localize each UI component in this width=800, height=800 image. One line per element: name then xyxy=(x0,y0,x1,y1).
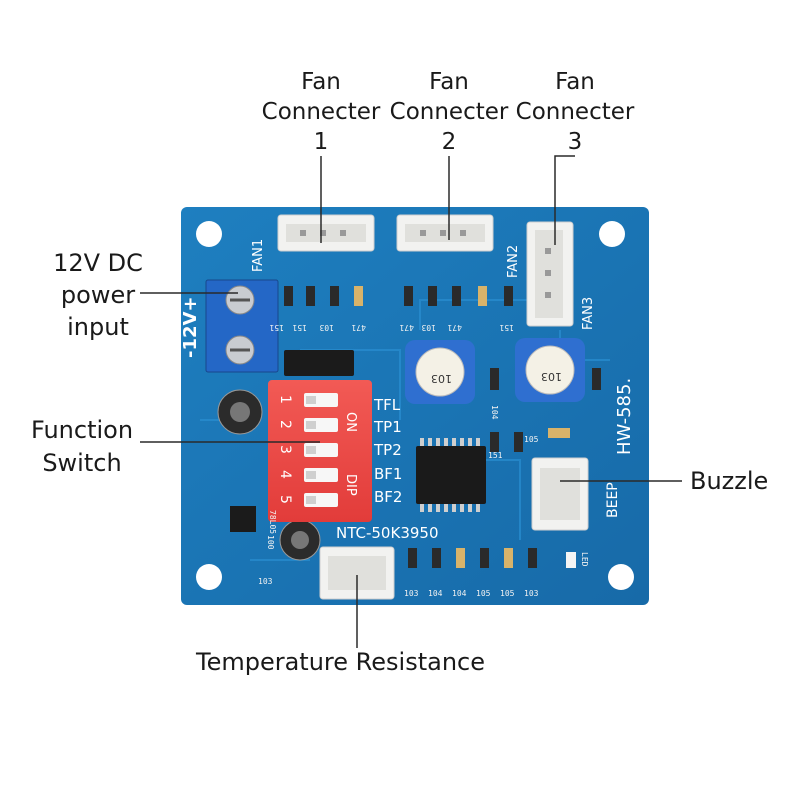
switch-label: TFL xyxy=(373,396,401,414)
potentiometer-1 xyxy=(405,340,475,404)
fan-connector-3 xyxy=(526,221,574,327)
callout-line: Connecter xyxy=(515,99,635,125)
callout-line: Temperature Resistance xyxy=(196,648,485,676)
callout-power-input: 12V DC power input xyxy=(28,247,168,343)
code: 103 xyxy=(524,589,539,598)
callout-line: Fan xyxy=(555,69,595,95)
code: 151 xyxy=(488,451,503,460)
switch-label: TP2 xyxy=(373,441,402,459)
callout-line: Fan xyxy=(429,69,469,95)
callout-line: Connecter xyxy=(389,99,509,125)
code: 78L05 xyxy=(268,510,277,534)
smd-resistors-top-left xyxy=(284,286,363,306)
callout-line: 1 xyxy=(313,129,329,155)
switch-numbers: 1 2 3 4 5 xyxy=(277,395,293,504)
switch-number: 2 xyxy=(277,420,293,429)
code: 103 xyxy=(258,577,273,586)
temperature-connector xyxy=(319,546,395,600)
silk-fan2: FAN2 xyxy=(506,245,521,278)
fan-connector-2 xyxy=(396,214,494,252)
callout-line: Function xyxy=(30,416,134,444)
code: 471 xyxy=(399,323,414,332)
silk-ntc: NTC-50K3950 xyxy=(336,524,439,542)
code: 104 xyxy=(428,589,443,598)
callout-line: Switch xyxy=(42,449,122,477)
silk-on: ON xyxy=(343,412,358,432)
callout-fan-connector-1: Fan Connecter 1 xyxy=(248,67,394,157)
callout-line: Connecter xyxy=(261,99,381,125)
leader-lines xyxy=(140,155,682,648)
code: 103 xyxy=(319,323,334,332)
switch-label: BF2 xyxy=(374,488,402,506)
code: 471 xyxy=(351,323,366,332)
callout-line: Fan xyxy=(301,69,341,95)
callout-temperature-resistance: Temperature Resistance xyxy=(196,647,485,677)
capacitor-1 xyxy=(217,389,263,435)
callout-line: power xyxy=(60,281,136,309)
callout-function-switch: Function Switch xyxy=(16,414,148,480)
buzzer-connector xyxy=(531,457,589,531)
callout-line: 2 xyxy=(441,129,457,155)
code: 105 xyxy=(524,435,539,444)
code: 105 xyxy=(476,589,491,598)
callout-line: 12V DC xyxy=(53,249,143,277)
smd-resistors-top-mid xyxy=(404,286,513,306)
leader-fan3 xyxy=(554,155,575,245)
switch-label: TP1 xyxy=(373,418,402,436)
mosfet xyxy=(284,350,354,376)
callout-buzzle: Buzzle xyxy=(690,466,768,496)
switch-labels: TFL TP1 TP2 BF1 BF2 xyxy=(373,396,402,506)
power-terminal-block xyxy=(205,279,279,373)
callout-fan-connector-2: Fan Connecter 2 xyxy=(376,67,522,157)
silk-power: -12V+ xyxy=(180,296,201,358)
switch-number: 3 xyxy=(277,445,293,454)
switch-number: 1 xyxy=(277,395,293,404)
code: LED xyxy=(580,552,589,567)
component-codes: 151 151 103 471 471 103 471 151 151 104 … xyxy=(258,323,589,598)
mounting-holes xyxy=(196,221,634,590)
callout-line: input xyxy=(67,313,129,341)
silk-fan3: FAN3 xyxy=(581,297,596,330)
voltage-regulator xyxy=(230,506,256,532)
potentiometer-2 xyxy=(515,338,585,402)
code: 103 xyxy=(421,323,436,332)
code: 151 xyxy=(499,323,514,332)
code: 103 xyxy=(404,589,419,598)
code: 104 xyxy=(490,405,499,420)
pot-marking-2: 103 xyxy=(541,370,562,383)
silk-model: HW-585. xyxy=(614,378,635,455)
code: 104 xyxy=(452,589,467,598)
code: 151 xyxy=(269,323,284,332)
switch-number: 4 xyxy=(277,470,293,479)
switch-number: 5 xyxy=(277,495,293,504)
code: 471 xyxy=(447,323,462,332)
pot-marking-1: 103 xyxy=(431,372,452,385)
silk-fan1: FAN1 xyxy=(251,239,266,272)
switch-label: BF1 xyxy=(374,465,402,483)
silk-dip: DIP xyxy=(343,474,358,496)
dip-switch xyxy=(268,380,372,522)
silk-beep: BEEP xyxy=(605,482,621,518)
callout-fan-connector-3: Fan Connecter 3 xyxy=(502,67,648,157)
code: 151 xyxy=(292,323,307,332)
callout-line: 3 xyxy=(567,129,583,155)
callout-line: Buzzle xyxy=(690,467,769,495)
code: 105 xyxy=(500,589,515,598)
ic-chip xyxy=(416,438,486,512)
smd-components-bottom xyxy=(408,368,601,568)
fan-connector-1 xyxy=(277,214,375,252)
code: 100 xyxy=(266,535,275,550)
capacitor-2 xyxy=(279,519,321,561)
